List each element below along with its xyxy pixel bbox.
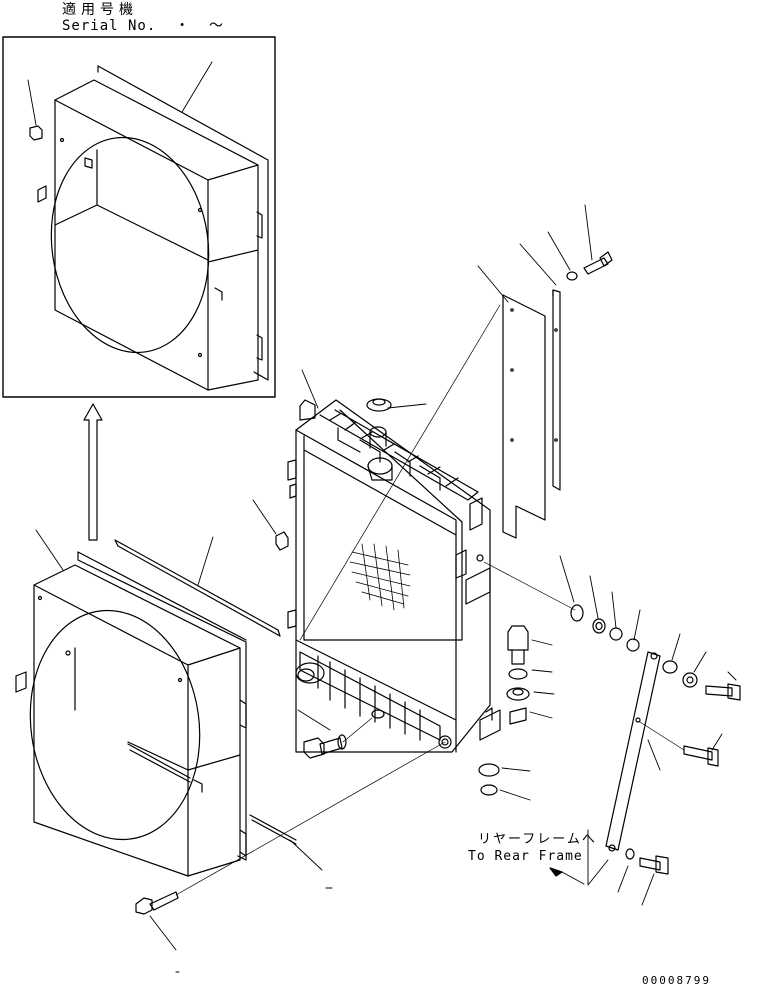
rear-frame-note-en: To Rear Frame <box>468 849 583 864</box>
fan-shroud <box>15 529 247 877</box>
bolt-bottom-left <box>135 741 446 973</box>
bolt-left <box>252 499 289 551</box>
inset-frame <box>2 36 276 398</box>
rear-frame-note-jp: リヤーフレームへ <box>478 832 597 847</box>
serial-heading-en: Serial No. ・ ～ <box>62 18 225 34</box>
cover-plates <box>299 243 561 641</box>
inset-fan-shroud <box>27 61 269 391</box>
radiator <box>287 369 501 753</box>
bolt-bottom-right <box>549 829 669 906</box>
serial-heading-jp: 適用号機 <box>62 2 138 18</box>
mount-hardware-right <box>483 555 741 701</box>
seal-strips <box>114 536 323 871</box>
drain-valve <box>297 709 385 759</box>
stay-bar <box>605 651 723 852</box>
bolt-top-right <box>547 204 613 281</box>
mount-hardware-center <box>478 625 555 801</box>
up-arrow-icon <box>83 403 103 541</box>
drawing-number: 00008799 <box>642 974 711 987</box>
